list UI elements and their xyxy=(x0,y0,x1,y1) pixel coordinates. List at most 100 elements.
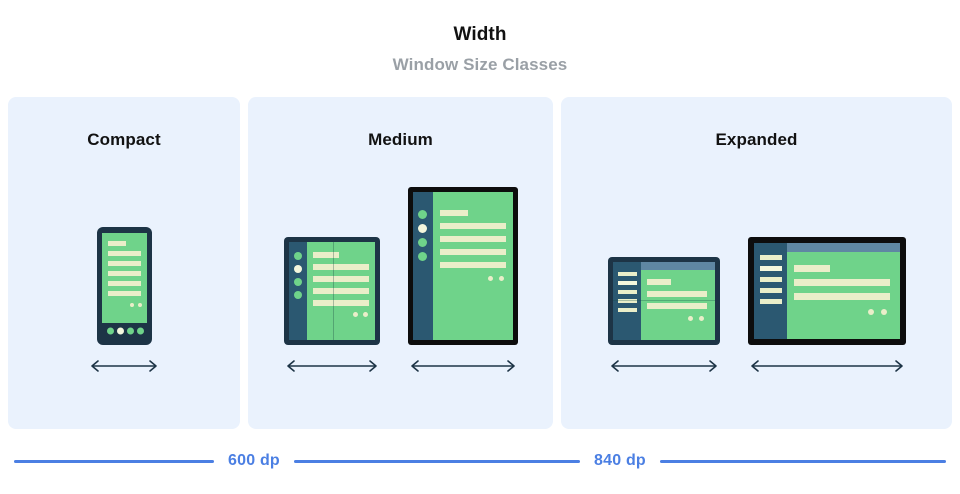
phone-portrait-frame xyxy=(96,227,152,345)
nav-item-4[interactable] xyxy=(136,327,144,335)
size-class-panels: Compact xyxy=(8,97,952,429)
content-bar xyxy=(312,300,369,306)
fold-crease-icon xyxy=(332,242,334,340)
content-dot xyxy=(698,316,704,321)
content-bar xyxy=(793,279,890,286)
page-title: Width xyxy=(453,24,507,45)
phone-portrait-screen xyxy=(101,233,147,339)
drawer-item-3[interactable] xyxy=(759,277,782,282)
content-dot xyxy=(880,309,887,315)
content-bar xyxy=(646,291,707,297)
foldable-landscape-screen xyxy=(612,262,715,340)
content-bar xyxy=(793,293,890,300)
drawer-item-2-selected[interactable] xyxy=(759,266,782,271)
width-arrow-icon xyxy=(286,360,377,372)
content-dot xyxy=(498,276,504,281)
content-dot xyxy=(129,303,134,307)
device-tablet-portrait xyxy=(407,187,518,373)
breakpoint-legend-row: 600 dp 840 dp xyxy=(14,452,946,470)
width-arrow-icon xyxy=(91,360,157,372)
rail-item-4[interactable] xyxy=(293,291,302,299)
content-dot xyxy=(687,316,693,321)
foldable-portrait-screen xyxy=(288,242,375,340)
app-top-bar xyxy=(786,243,900,252)
panel-compact: Compact xyxy=(8,97,240,429)
rail-item-4[interactable] xyxy=(417,252,427,261)
tablet-portrait-screen xyxy=(412,192,513,340)
nav-item-1[interactable] xyxy=(106,327,114,335)
breakpoint-label-840dp: 840 dp xyxy=(594,452,646,469)
content-bar xyxy=(312,252,339,258)
content-bar xyxy=(107,271,141,276)
content-bar xyxy=(793,265,830,272)
panel-medium: Medium xyxy=(248,97,553,429)
width-arrow-icon xyxy=(750,360,903,372)
rail-item-1[interactable] xyxy=(293,252,302,260)
panel-title-expanded: Expanded xyxy=(715,130,798,149)
navigation-drawer[interactable] xyxy=(612,262,641,340)
panel-title-compact: Compact xyxy=(87,130,161,149)
width-arrow-icon xyxy=(410,360,515,372)
device-row-expanded xyxy=(561,237,952,373)
content-dot xyxy=(487,276,493,281)
content-dot xyxy=(867,309,874,315)
device-row-medium xyxy=(248,187,553,373)
rail-item-1[interactable] xyxy=(417,210,427,219)
device-tablet-landscape xyxy=(747,237,906,373)
navigation-drawer[interactable] xyxy=(753,243,787,339)
content-bar xyxy=(439,249,506,255)
device-row-compact xyxy=(8,227,240,373)
legend-line-left xyxy=(14,459,214,463)
bottom-navigation-bar[interactable] xyxy=(101,323,147,339)
content-bar xyxy=(646,303,707,309)
drawer-item-3[interactable] xyxy=(617,290,637,294)
panel-title-medium: Medium xyxy=(368,130,433,149)
drawer-item-2-selected[interactable] xyxy=(617,281,637,285)
app-top-bar xyxy=(640,262,715,270)
content-dot xyxy=(352,312,358,317)
rail-item-2-selected[interactable] xyxy=(293,265,302,273)
device-phone-portrait xyxy=(88,227,160,373)
drawer-item-5[interactable] xyxy=(617,308,637,312)
nav-item-3[interactable] xyxy=(126,327,134,335)
navigation-rail[interactable] xyxy=(288,242,307,340)
breakpoint-legend: 600 dp 840 dp xyxy=(0,430,960,494)
rail-item-3[interactable] xyxy=(293,278,302,286)
legend-line-middle xyxy=(293,459,580,463)
content-bar xyxy=(107,281,141,286)
rail-item-3[interactable] xyxy=(417,238,427,247)
content-bar xyxy=(107,241,126,246)
content-dot xyxy=(137,303,142,307)
content-bar xyxy=(312,276,369,282)
content-bar xyxy=(439,223,506,229)
page-subtitle: Window Size Classes xyxy=(392,55,568,74)
tablet-landscape-screen xyxy=(753,243,900,339)
content-bar xyxy=(439,262,506,268)
content-bar xyxy=(439,236,506,242)
drawer-item-4[interactable] xyxy=(759,288,782,293)
drawer-item-4[interactable] xyxy=(617,299,637,303)
panel-expanded: Expanded xyxy=(561,97,952,429)
nav-item-2-selected[interactable] xyxy=(116,327,124,335)
content-bar xyxy=(312,288,369,294)
tablet-landscape-frame xyxy=(747,237,906,345)
page-header: Width Window Size Classes xyxy=(0,0,960,95)
content-bar xyxy=(439,210,468,216)
foldable-landscape-frame xyxy=(607,257,720,345)
content-bar xyxy=(107,291,141,296)
device-foldable-portrait xyxy=(283,237,380,373)
width-arrow-icon xyxy=(610,360,717,372)
foldable-portrait-frame xyxy=(283,237,380,345)
drawer-item-1[interactable] xyxy=(617,272,637,276)
navigation-rail[interactable] xyxy=(412,192,433,340)
legend-line-right xyxy=(659,459,946,463)
rail-item-2-selected[interactable] xyxy=(417,224,427,233)
device-foldable-landscape xyxy=(607,257,720,373)
tablet-portrait-frame xyxy=(407,187,518,345)
content-dot xyxy=(362,312,368,317)
drawer-item-1[interactable] xyxy=(759,255,782,260)
content-bar xyxy=(646,279,671,285)
drawer-item-5[interactable] xyxy=(759,299,782,304)
content-bar xyxy=(312,264,369,270)
content-bar xyxy=(107,251,141,256)
